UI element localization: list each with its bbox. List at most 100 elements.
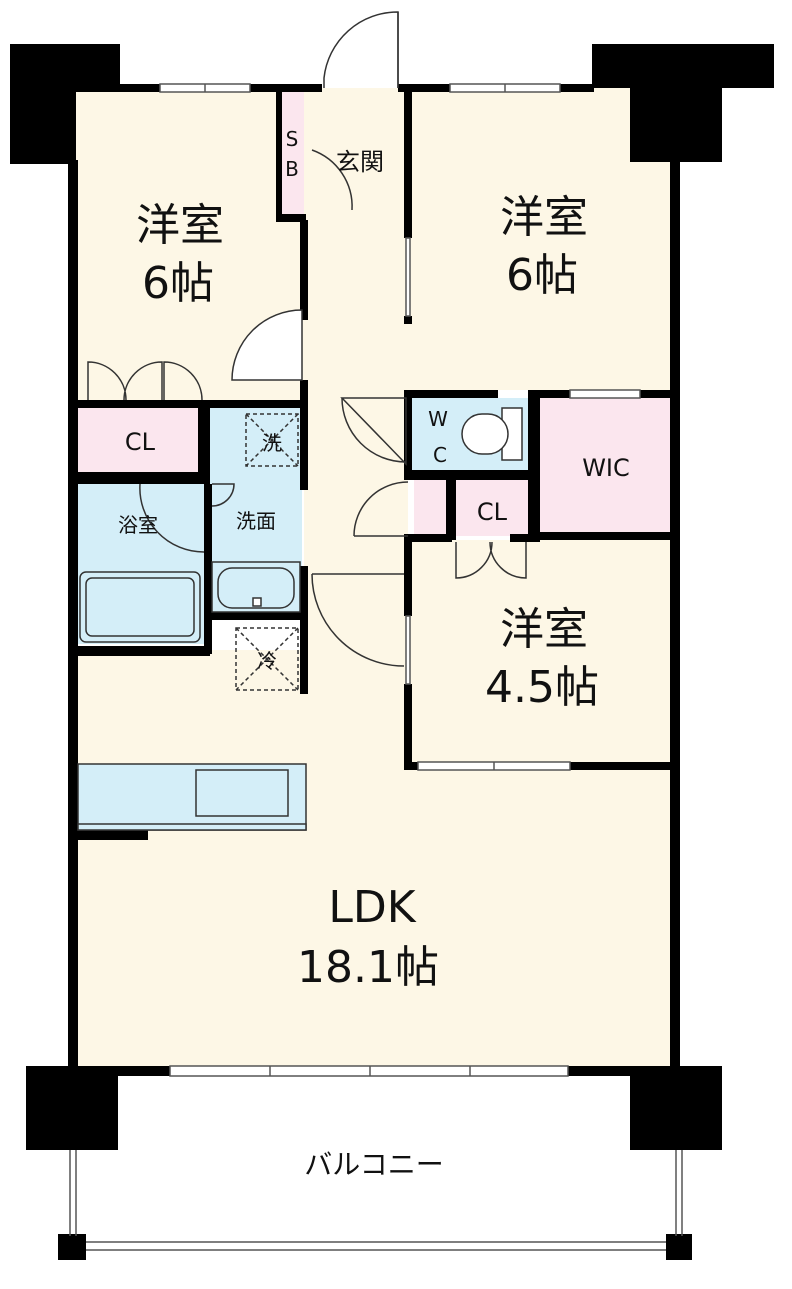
fridge-space (235, 627, 299, 691)
pillar-ne-2 (630, 44, 722, 162)
wic-label: WIC (582, 454, 630, 482)
wall-east (670, 160, 680, 1070)
wall-bedroom-ne-w (404, 316, 412, 324)
window-wic (569, 389, 641, 399)
kitchen-edge (77, 823, 307, 831)
wall-45-bottom (404, 762, 418, 770)
washroom-label: 洗面 (236, 509, 276, 533)
wall-45-bottom2 (570, 762, 680, 770)
wall-cl-e (198, 400, 210, 484)
bathtub-inner (85, 577, 195, 637)
wall-entrance-e (404, 88, 412, 238)
wall-north-1 (76, 84, 160, 92)
wall-south-2 (568, 1066, 672, 1076)
shoe-box-floor (280, 90, 304, 216)
fridge-label: 冷 (257, 649, 277, 673)
bedroom-e-size: 4.5帖 (485, 662, 599, 713)
laundry-space (245, 413, 299, 467)
fixtures (77, 407, 523, 831)
room-fills (76, 88, 672, 1068)
closet-e-doors (455, 541, 527, 579)
ldk-size: 18.1帖 (297, 942, 439, 993)
wall-45-w2 (404, 684, 412, 770)
bedroom-nw-door (231, 309, 303, 381)
sliding-door-45w (405, 615, 411, 685)
pillar-sw (26, 1066, 118, 1150)
sliding-door-ne (405, 237, 411, 317)
bedroom-nw-name: 洋室 (136, 200, 224, 251)
wall-cl-e-bottom (404, 534, 452, 542)
shoe-box-s: S (286, 127, 299, 151)
wall-wc-bottom (404, 470, 538, 480)
wc-door-arc (341, 397, 407, 463)
wash-door-arc (211, 483, 235, 507)
ldk-name: LDK (328, 882, 416, 933)
wall-sb (276, 88, 282, 220)
entrance-inner-arc (311, 149, 353, 211)
wall-wc-w (404, 390, 412, 470)
wall-bath-e (204, 484, 212, 654)
toilet-w: W (428, 407, 448, 431)
entrance-label: 玄関 (336, 148, 384, 176)
pillar-se (630, 1066, 722, 1150)
wall-north-2 (250, 84, 322, 92)
wall-hall-w (300, 220, 308, 320)
window-ldk (169, 1065, 569, 1077)
front-door (323, 11, 399, 88)
wall-south-1 (76, 1066, 170, 1076)
wall-wash-bottom (208, 612, 308, 620)
bath-door-arc (139, 483, 205, 553)
closet-w-label: CL (125, 428, 156, 456)
cl-e-door-arc (353, 481, 409, 537)
ldk-floor (76, 650, 672, 1068)
wc-door (340, 397, 407, 466)
balcony (69, 1150, 683, 1251)
post-sw (58, 1234, 86, 1260)
closet-w-floor (78, 404, 202, 472)
wall-wic-bottom (528, 532, 680, 540)
bedroom-ne-size: 6帖 (506, 250, 578, 301)
wall-cl-e-w (446, 478, 456, 540)
wash-basin (217, 567, 295, 609)
doors (87, 11, 527, 667)
kitchen-sink (195, 769, 289, 817)
shoe-box-b: B (285, 157, 299, 181)
wall-wash-top (208, 400, 308, 408)
laundry-diag2 (245, 413, 299, 467)
wall-cl-e-bottom2 (510, 534, 540, 542)
wall-hall-w2 (300, 380, 308, 490)
wall-west (68, 160, 78, 1070)
wash-basin-drain (252, 597, 262, 607)
wall-wc-e (528, 390, 540, 540)
fridge-diag2 (235, 627, 299, 691)
walls (10, 44, 774, 1260)
toilet-bowl (461, 413, 509, 455)
windows (159, 83, 641, 1077)
wall-cl-bottom (68, 472, 208, 484)
closet-e-label: CL (477, 498, 508, 526)
wall-hall-w3 (300, 566, 308, 694)
bathroom-label: 浴室 (118, 513, 158, 537)
hall-ldk-door-arc (311, 573, 405, 667)
wall-north-3 (398, 84, 450, 92)
laundry-label: 洗 (262, 431, 282, 455)
closet-e-floor (414, 480, 532, 536)
balcony-label: バルコニー (304, 1148, 443, 1181)
toilet-c: C (433, 443, 447, 467)
wall-45-w (404, 540, 412, 616)
entrance-floor (304, 88, 408, 230)
post-se (666, 1234, 692, 1260)
wall-cl-top (68, 400, 208, 408)
wall-north-4 (560, 84, 594, 92)
labels: 洋室 6帖 洋室 6帖 洋室 4.5帖 LDK 18.1帖 玄関 S B CL … (118, 127, 630, 1181)
bedroom-ne-floor (408, 88, 672, 390)
wic-floor (538, 398, 670, 532)
closet-w-doors (87, 361, 203, 401)
wall-wc-top (404, 390, 498, 398)
bedroom-e-name: 洋室 (500, 604, 588, 655)
bedroom-ne-name: 洋室 (500, 192, 588, 243)
wall-wc-top3 (640, 390, 680, 398)
wall-wc-top2 (530, 390, 570, 398)
wall-bath-bottom (68, 646, 210, 656)
